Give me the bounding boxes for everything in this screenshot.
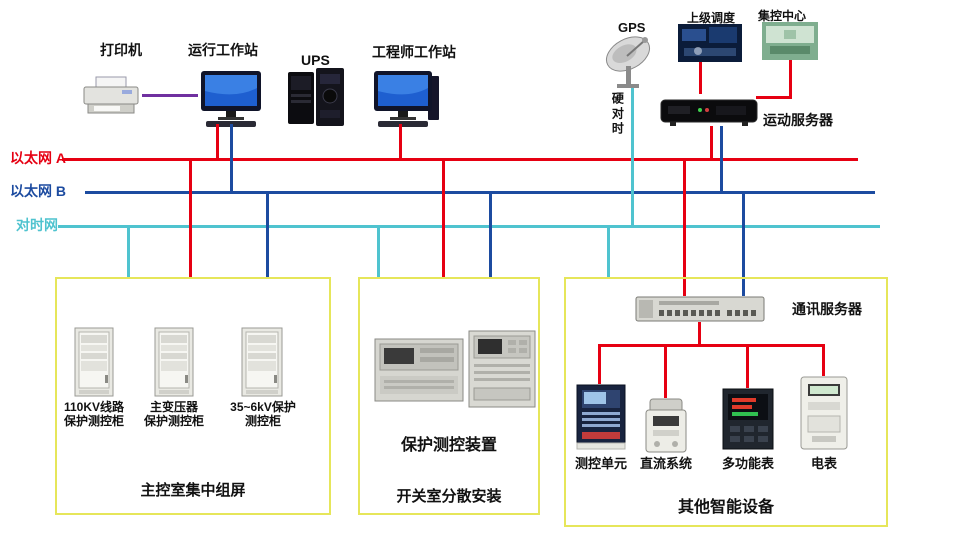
left-group-box (55, 277, 331, 515)
left-group-title: 主控室集中组屏 (140, 482, 246, 499)
energy-meter-label: 电表 (810, 456, 837, 471)
ethernet-b-label: 以太网 B (10, 183, 66, 199)
gps-time-sync-drop (631, 88, 634, 227)
ups-icon (286, 66, 346, 133)
operator-ws-ethernet-b-drop (230, 124, 233, 193)
engineer-monitor-icon (372, 70, 440, 133)
telecontrol-server-label: 运动服务器 (763, 112, 833, 128)
comm-server-label: 通讯服务器 (792, 301, 862, 317)
right-group-distribution-line (598, 344, 825, 347)
protection-device-icon (468, 330, 536, 413)
operator-workstation-label: 运行工作站 (188, 42, 258, 58)
middle-group-title: 开关室分散安装 (396, 488, 502, 505)
printer-label: 打印机 (100, 42, 142, 58)
protection-cabinet-icon (154, 327, 194, 402)
ethernet-a-label: 以太网 A (10, 150, 66, 166)
printer-icon (80, 76, 142, 123)
right-group-ethernet-a-drop (683, 160, 686, 296)
cabinet-1-label: 110KV线路 保护测控柜 (54, 400, 134, 429)
cabinet-3-label: 35~6kV保护 测控柜 (221, 400, 305, 429)
multifunction-meter-icon (722, 388, 774, 455)
time-sync-label: 对时网 (16, 217, 58, 233)
server-to-dispatch-link (699, 62, 702, 94)
operator-monitor-icon (198, 70, 264, 133)
right-group-ethernet-b-drop (742, 193, 745, 296)
middle-group-box (358, 277, 540, 515)
hard-time-sync-label: 硬对时 (610, 92, 625, 137)
cabinet-1-label-line1: 110KV线路 (63, 400, 125, 414)
dc-system-drop (664, 347, 667, 398)
energy-meter-icon (800, 376, 848, 455)
middle-group-ethernet-b-drop (489, 193, 492, 279)
comm-server-icon (635, 296, 765, 327)
measuring-unit-label: 测控单元 (574, 456, 627, 471)
central-control-label: 集控中心 (758, 9, 807, 23)
protection-device-label: 保护测控装置 (400, 437, 497, 454)
telecontrol-server-icon (660, 94, 758, 133)
server-ethernet-b-drop (720, 126, 723, 193)
cabinet-3-label-line1: 35~6kV保护 (230, 400, 296, 414)
left-group-ethernet-a-drop (189, 160, 192, 279)
right-group-title: 其他智能设备 (677, 499, 774, 516)
left-group-time-sync-drop (127, 227, 130, 279)
measuring-unit-drop (598, 347, 601, 384)
protection-cabinet-icon (74, 327, 114, 402)
server-to-central-link-horizontal (756, 96, 792, 99)
operator-ws-ethernet-a-drop (216, 124, 219, 160)
time-sync-bus-line (58, 225, 880, 228)
protection-device-icon (374, 338, 464, 407)
gps-dish-icon (602, 32, 660, 95)
energy-meter-drop (822, 347, 825, 376)
superior-dispatch-image (678, 24, 742, 67)
printer-cable-line (142, 94, 198, 97)
right-group-time-sync-drop (607, 227, 610, 279)
cabinet-2-label-line2: 保护测控柜 (143, 414, 204, 429)
measuring-unit-icon (576, 384, 626, 455)
ups-label: UPS (301, 52, 330, 68)
engineer-workstation-label: 工程师工作站 (372, 44, 456, 60)
superior-dispatch-label: 上级调度 (687, 11, 736, 25)
server-to-central-link-vertical (789, 60, 792, 98)
dc-system-label: 直流系统 (639, 456, 692, 471)
ethernet-b-bus-line (85, 191, 875, 194)
cabinet-1-label-line2: 保护测控柜 (63, 414, 124, 429)
cabinet-3-label-line2: 测控柜 (244, 414, 281, 429)
middle-group-time-sync-drop (377, 227, 380, 279)
middle-group-ethernet-a-drop (442, 160, 445, 279)
cabinet-2-label: 主变压器 保护测控柜 (134, 400, 214, 429)
multifunction-meter-drop (746, 347, 749, 388)
cabinet-2-label-line1: 主变压器 (149, 400, 198, 414)
comm-server-downlink (698, 322, 701, 346)
engineer-ws-ethernet-a-drop (399, 124, 402, 160)
protection-cabinet-icon (241, 327, 283, 402)
right-group-box (564, 277, 888, 527)
central-control-image (762, 22, 818, 65)
ethernet-a-bus-line (62, 158, 858, 161)
gps-label: GPS (618, 20, 646, 35)
server-ethernet-a-drop (710, 126, 713, 160)
multifunction-meter-label: 多功能表 (721, 456, 774, 471)
dc-system-icon (645, 398, 687, 459)
left-group-ethernet-b-drop (266, 193, 269, 279)
